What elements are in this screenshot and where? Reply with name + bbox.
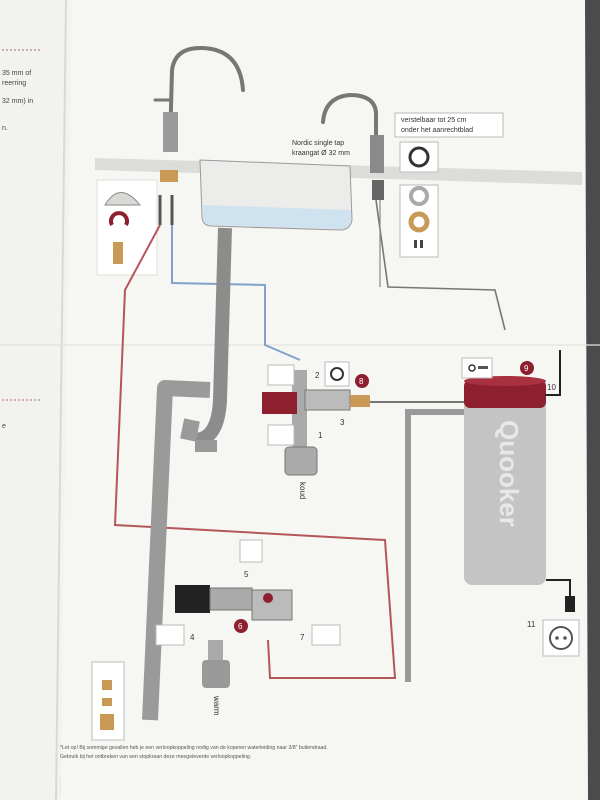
power-cable (545, 350, 571, 600)
mounting-kit (96, 179, 158, 276)
marker-2: 2 (315, 371, 320, 380)
footnote-line-2: Gebruik bij het ontbreken van een stopkr… (60, 754, 251, 760)
left-line-2: reerring (2, 80, 26, 87)
left-line-5: e (2, 423, 6, 430)
warm-valve-icon (175, 585, 293, 688)
boiler-icon (464, 376, 546, 585)
marker-9: 9 (524, 364, 529, 373)
callout-adjustable-1: verstelbaar tot 25 cm (401, 117, 467, 124)
cold-label: koud (298, 482, 307, 499)
left-line-4: n. (2, 125, 8, 132)
marker-11: 11 (527, 620, 536, 629)
marker-1: 1 (318, 431, 323, 440)
callout-adjustable-2: onder het aanrechtblad (401, 127, 473, 134)
marker-8: 8 (359, 377, 364, 386)
washer-icon (408, 146, 430, 168)
left-line-1: 35 mm of (2, 70, 31, 77)
left-page (0, 0, 75, 800)
marker-6: 6 (238, 622, 243, 631)
cold-pipe (171, 225, 301, 361)
hot-pipe (113, 224, 397, 679)
callout-tap-2: kraangat Ø 32 mm (292, 150, 350, 157)
marker-5: 5 (244, 570, 249, 579)
tap-icon (153, 45, 245, 147)
callout-tap-1: Nordic single tap (292, 140, 344, 147)
marker-3: 3 (340, 418, 345, 427)
number-markers: 1 2 3 4 5 7 10 11 (190, 371, 556, 642)
socket-icon (542, 619, 580, 657)
marker-4: 4 (190, 633, 195, 642)
marker-7: 7 (300, 633, 305, 642)
drain-pipe (194, 227, 232, 447)
quooker-hose (375, 199, 506, 331)
footnote-line-1: *Let op! Bij sommige gevallen heb je een… (60, 745, 328, 751)
quooker-tap-icon (321, 92, 378, 142)
warm-label: warm (212, 695, 221, 716)
left-line-3: 32 mm) in (2, 98, 33, 105)
cold-valve-icon (262, 370, 370, 476)
marker-10: 10 (547, 383, 556, 392)
left-page-text: 35 mm of reerring 32 mm) in n. e (2, 49, 42, 430)
brand-logo: Quooker (494, 420, 524, 527)
